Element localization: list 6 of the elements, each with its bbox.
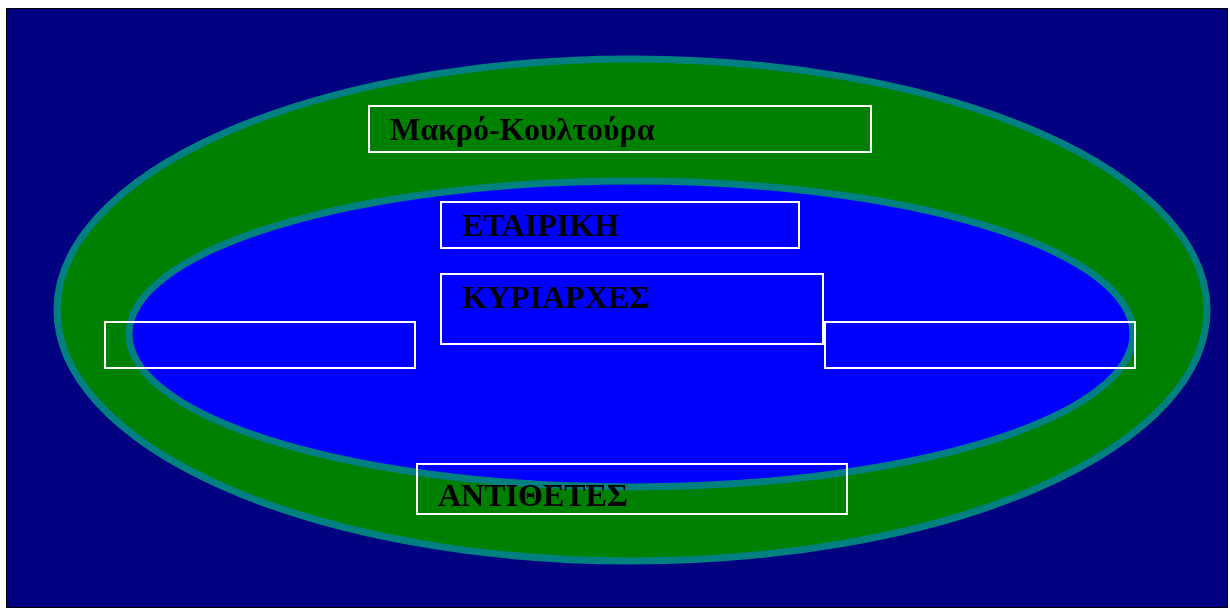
label-box: Μακρό-Κουλτούρα xyxy=(368,105,872,153)
label-box: ΑΝΤΙΘΕΤΕΣ xyxy=(416,463,848,515)
empty-box xyxy=(104,321,416,369)
empty-box xyxy=(824,321,1136,369)
label-box: ΕΤΑΙΡΙΚΗ xyxy=(440,201,800,249)
label-box: ΚΥΡΙΑΡΧΕΣ xyxy=(440,273,824,345)
